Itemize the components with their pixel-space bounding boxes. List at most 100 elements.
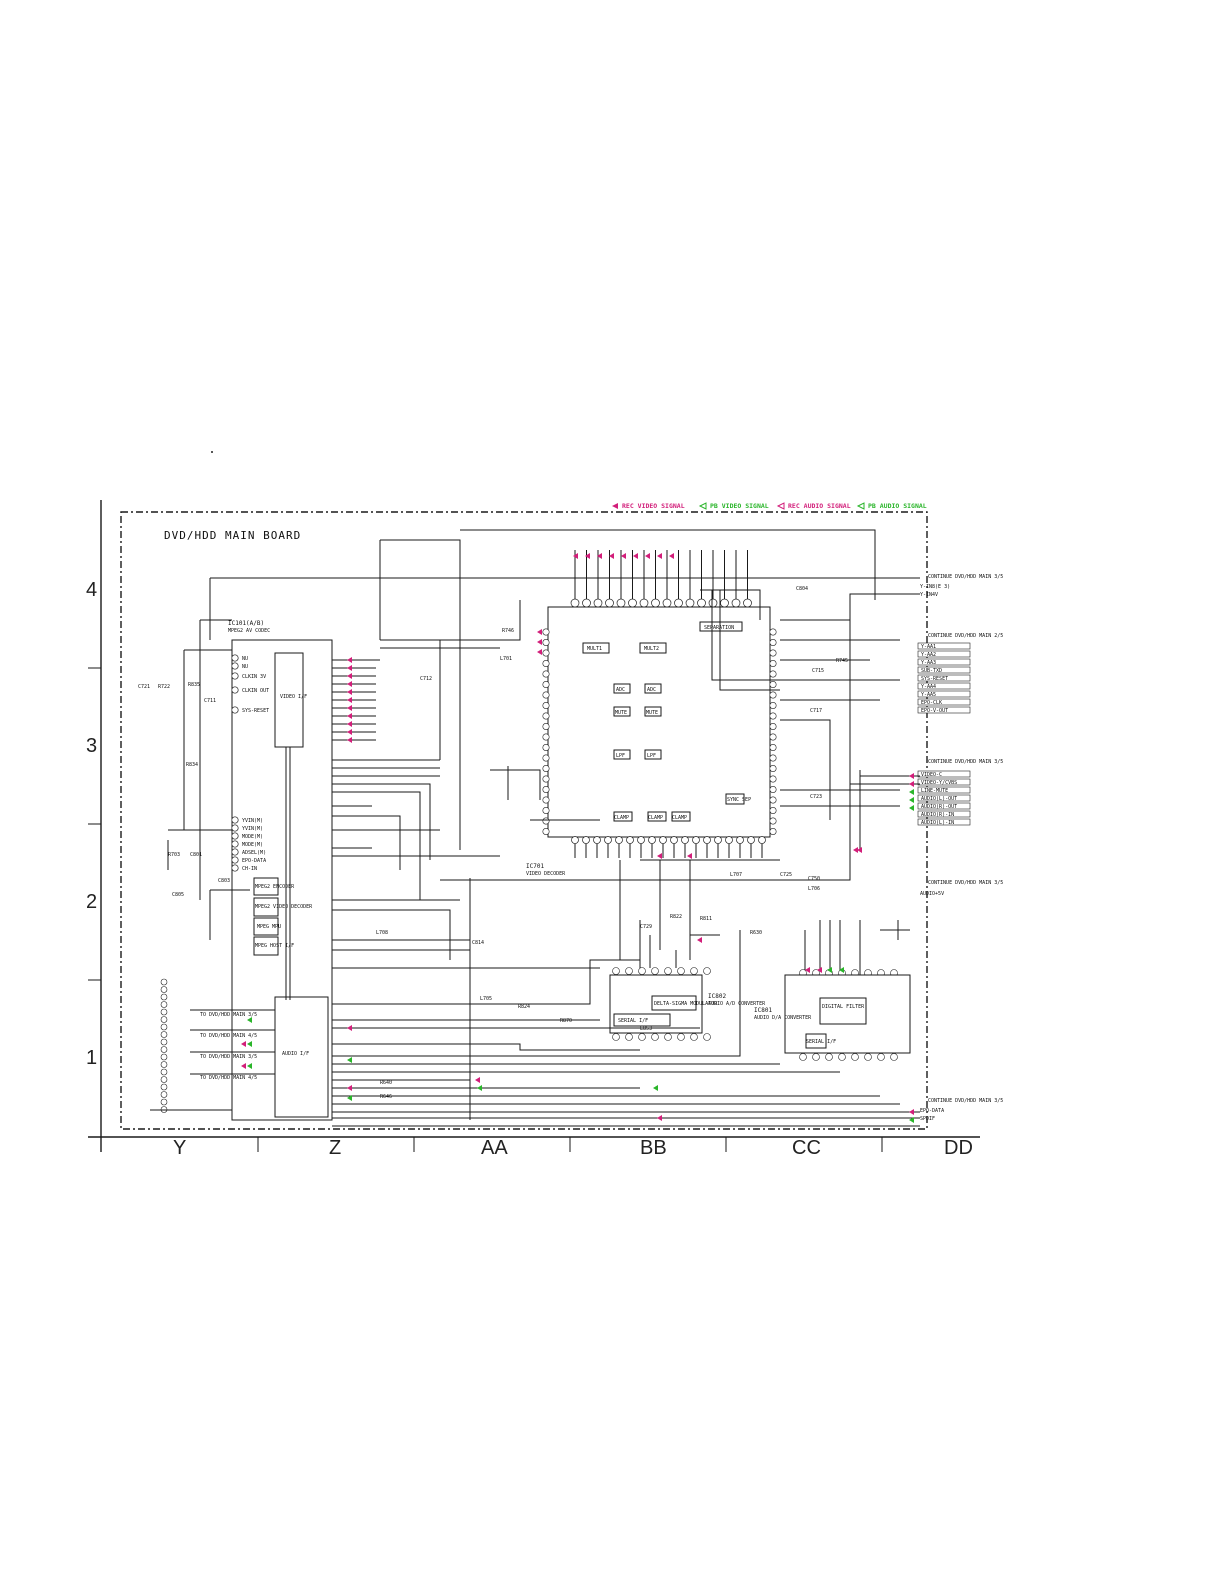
dac-ic-pin — [799, 1053, 807, 1061]
pb-signal-marker — [827, 967, 832, 973]
mute-label-1: MUTE — [615, 710, 627, 716]
circuit-trace — [332, 783, 431, 860]
video-ic-pin — [769, 733, 777, 741]
video-ic-pin — [720, 598, 729, 608]
mpeg-mpu-block — [253, 917, 279, 936]
component-ref-label: C803 — [218, 878, 230, 884]
left-audio-to-label: TO DVD/HDD MAIN 4/5 — [200, 1075, 257, 1081]
pb-audio-arrow-icon — [856, 502, 865, 510]
main-ic-pin — [231, 856, 239, 864]
video-ic-pin — [616, 598, 626, 608]
main-ic-pin — [231, 848, 239, 856]
digital-filter-label: DIGITAL FILTER — [822, 1004, 865, 1010]
rec-signal-marker — [585, 553, 590, 559]
pb-signal-marker — [477, 1085, 482, 1091]
video-ic-pin — [769, 827, 777, 835]
rec-signal-marker — [347, 1085, 352, 1091]
nu-pin — [160, 1098, 168, 1106]
pb-signal-marker — [909, 1117, 914, 1123]
rec-signal-marker — [347, 729, 352, 735]
nu-pin — [160, 1046, 168, 1053]
video-ic-pin — [637, 836, 645, 844]
col-label-y: Y — [173, 1137, 186, 1159]
connector-right-top: CONTINUE DVD/HDD MAIN 3/5 Y-IN8(E 3) Y-I… — [920, 574, 1003, 598]
circuit-trace — [332, 815, 401, 870]
clamp-label-3: CLAMP — [672, 815, 687, 821]
rec-signal-marker — [347, 689, 352, 695]
left-audio-to-label: TO DVD/HDD MAIN 3/5 — [200, 1054, 257, 1060]
mpeg2-video-decoder-label: MPEG2 VIDEO DECODER — [255, 904, 313, 910]
rec-signal-marker — [817, 967, 822, 973]
adc-label-2: ADC — [647, 687, 656, 693]
pb-video-arrow-icon — [698, 502, 707, 510]
circuit-trace — [440, 593, 920, 881]
mpeg2-encoder-block — [253, 877, 279, 896]
video-ic-pin — [714, 836, 722, 844]
sync-sep-block — [725, 793, 745, 805]
row-label-3: 3 — [86, 735, 97, 757]
adc-block-1 — [613, 683, 631, 694]
rec-signal-marker — [347, 1025, 352, 1031]
nu-pin — [160, 1091, 168, 1098]
pb-signal-marker — [909, 805, 914, 811]
video-ic-pin — [708, 598, 718, 608]
component-ref-label: C805 — [172, 892, 184, 898]
video-ic-pin — [571, 836, 579, 844]
video-if-block — [274, 652, 304, 748]
ic-video-decoder: IC701 VIDEO DECODER SEPARATION MULT1 MUL… — [526, 550, 898, 1061]
video-ic-pin — [662, 598, 672, 608]
mpeg2-encoder-label: MPEG2 ENCODER — [255, 884, 295, 890]
connector-right-bottom-title: CONTINUE DVD/HDD MAIN 3/5 — [928, 1098, 1003, 1104]
component-ref-label: R745 — [836, 658, 848, 664]
row-label-2: 2 — [86, 891, 97, 913]
circuit-trace — [332, 930, 741, 1057]
connector-right-low: CONTINUE DVD/HDD MAIN 3/5 AUDIO+5V — [920, 880, 1003, 897]
dac-ic-pin — [812, 1053, 820, 1061]
rec-signal-marker — [909, 781, 914, 787]
connector-pin — [917, 698, 971, 706]
main-ic-pin-label: ADSEL(M) — [242, 850, 266, 856]
col-label-z: Z — [329, 1137, 341, 1159]
video-ic-pin — [542, 649, 550, 657]
adc-ic-pin — [638, 1033, 646, 1041]
main-ic-pin-label: CLKIN 3V — [242, 674, 266, 680]
component-ref-label: R646 — [380, 1094, 392, 1100]
video-ic-pin — [542, 764, 550, 772]
connector-right-mid2: CONTINUE DVD/HDD MAIN 3/5 VIDEO-CVIDEO-Y… — [917, 759, 1003, 826]
main-ic-pin-label: NU — [242, 664, 248, 670]
video-ic-pin — [639, 598, 649, 608]
dac-ic-pin — [838, 1053, 846, 1061]
mult1-label: MULT1 — [587, 646, 602, 652]
rec-signal-marker — [621, 553, 626, 559]
dac-ic-pin — [825, 1053, 833, 1061]
video-ic-bottom-pins — [542, 628, 898, 1061]
stray-dot — [211, 451, 213, 453]
connector-signal-label: AUDIO(L)-OUT — [921, 796, 957, 802]
main-ic-pin — [231, 840, 239, 848]
clamp-label-2: CLAMP — [648, 815, 663, 821]
nu-pin — [160, 1061, 168, 1068]
adc-ic-pin — [612, 967, 620, 975]
legend-pb-video-label: PB VIDEO SIGNAL — [710, 502, 769, 510]
video-ic-pin — [769, 796, 777, 804]
component-ref-label: R835 — [188, 682, 200, 688]
video-ic-pin — [697, 598, 706, 608]
rec-audio-arrow-icon — [776, 502, 785, 510]
component-ref-label: L706 — [808, 886, 820, 892]
mpeg-host-if-label: MPEG HOST I/F — [255, 943, 294, 949]
rec-signal-marker — [657, 853, 662, 859]
ic-video-name: VIDEO DECODER — [526, 871, 566, 877]
video-ic-pin — [542, 827, 550, 835]
main-ic-pin — [231, 672, 239, 680]
ic-audio-dac-ref: IC801 — [754, 1007, 772, 1014]
component-ref-label: C750 — [808, 876, 820, 882]
clamp-block-2 — [647, 811, 667, 822]
legend-rec-audio: REC AUDIO SIGNAL — [776, 502, 851, 510]
connector-right-mid2-title: CONTINUE DVD/HDD MAIN 3/5 — [928, 759, 1003, 765]
video-ic-pin — [736, 836, 744, 844]
ic-audio-adc-name: AUDIO A/D CONVERTER — [708, 1001, 766, 1007]
component-ref-label: R834 — [186, 762, 198, 768]
rec-signal-marker — [597, 553, 602, 559]
nu-pin — [160, 1038, 168, 1046]
serial-if-block-adc — [613, 1013, 671, 1027]
